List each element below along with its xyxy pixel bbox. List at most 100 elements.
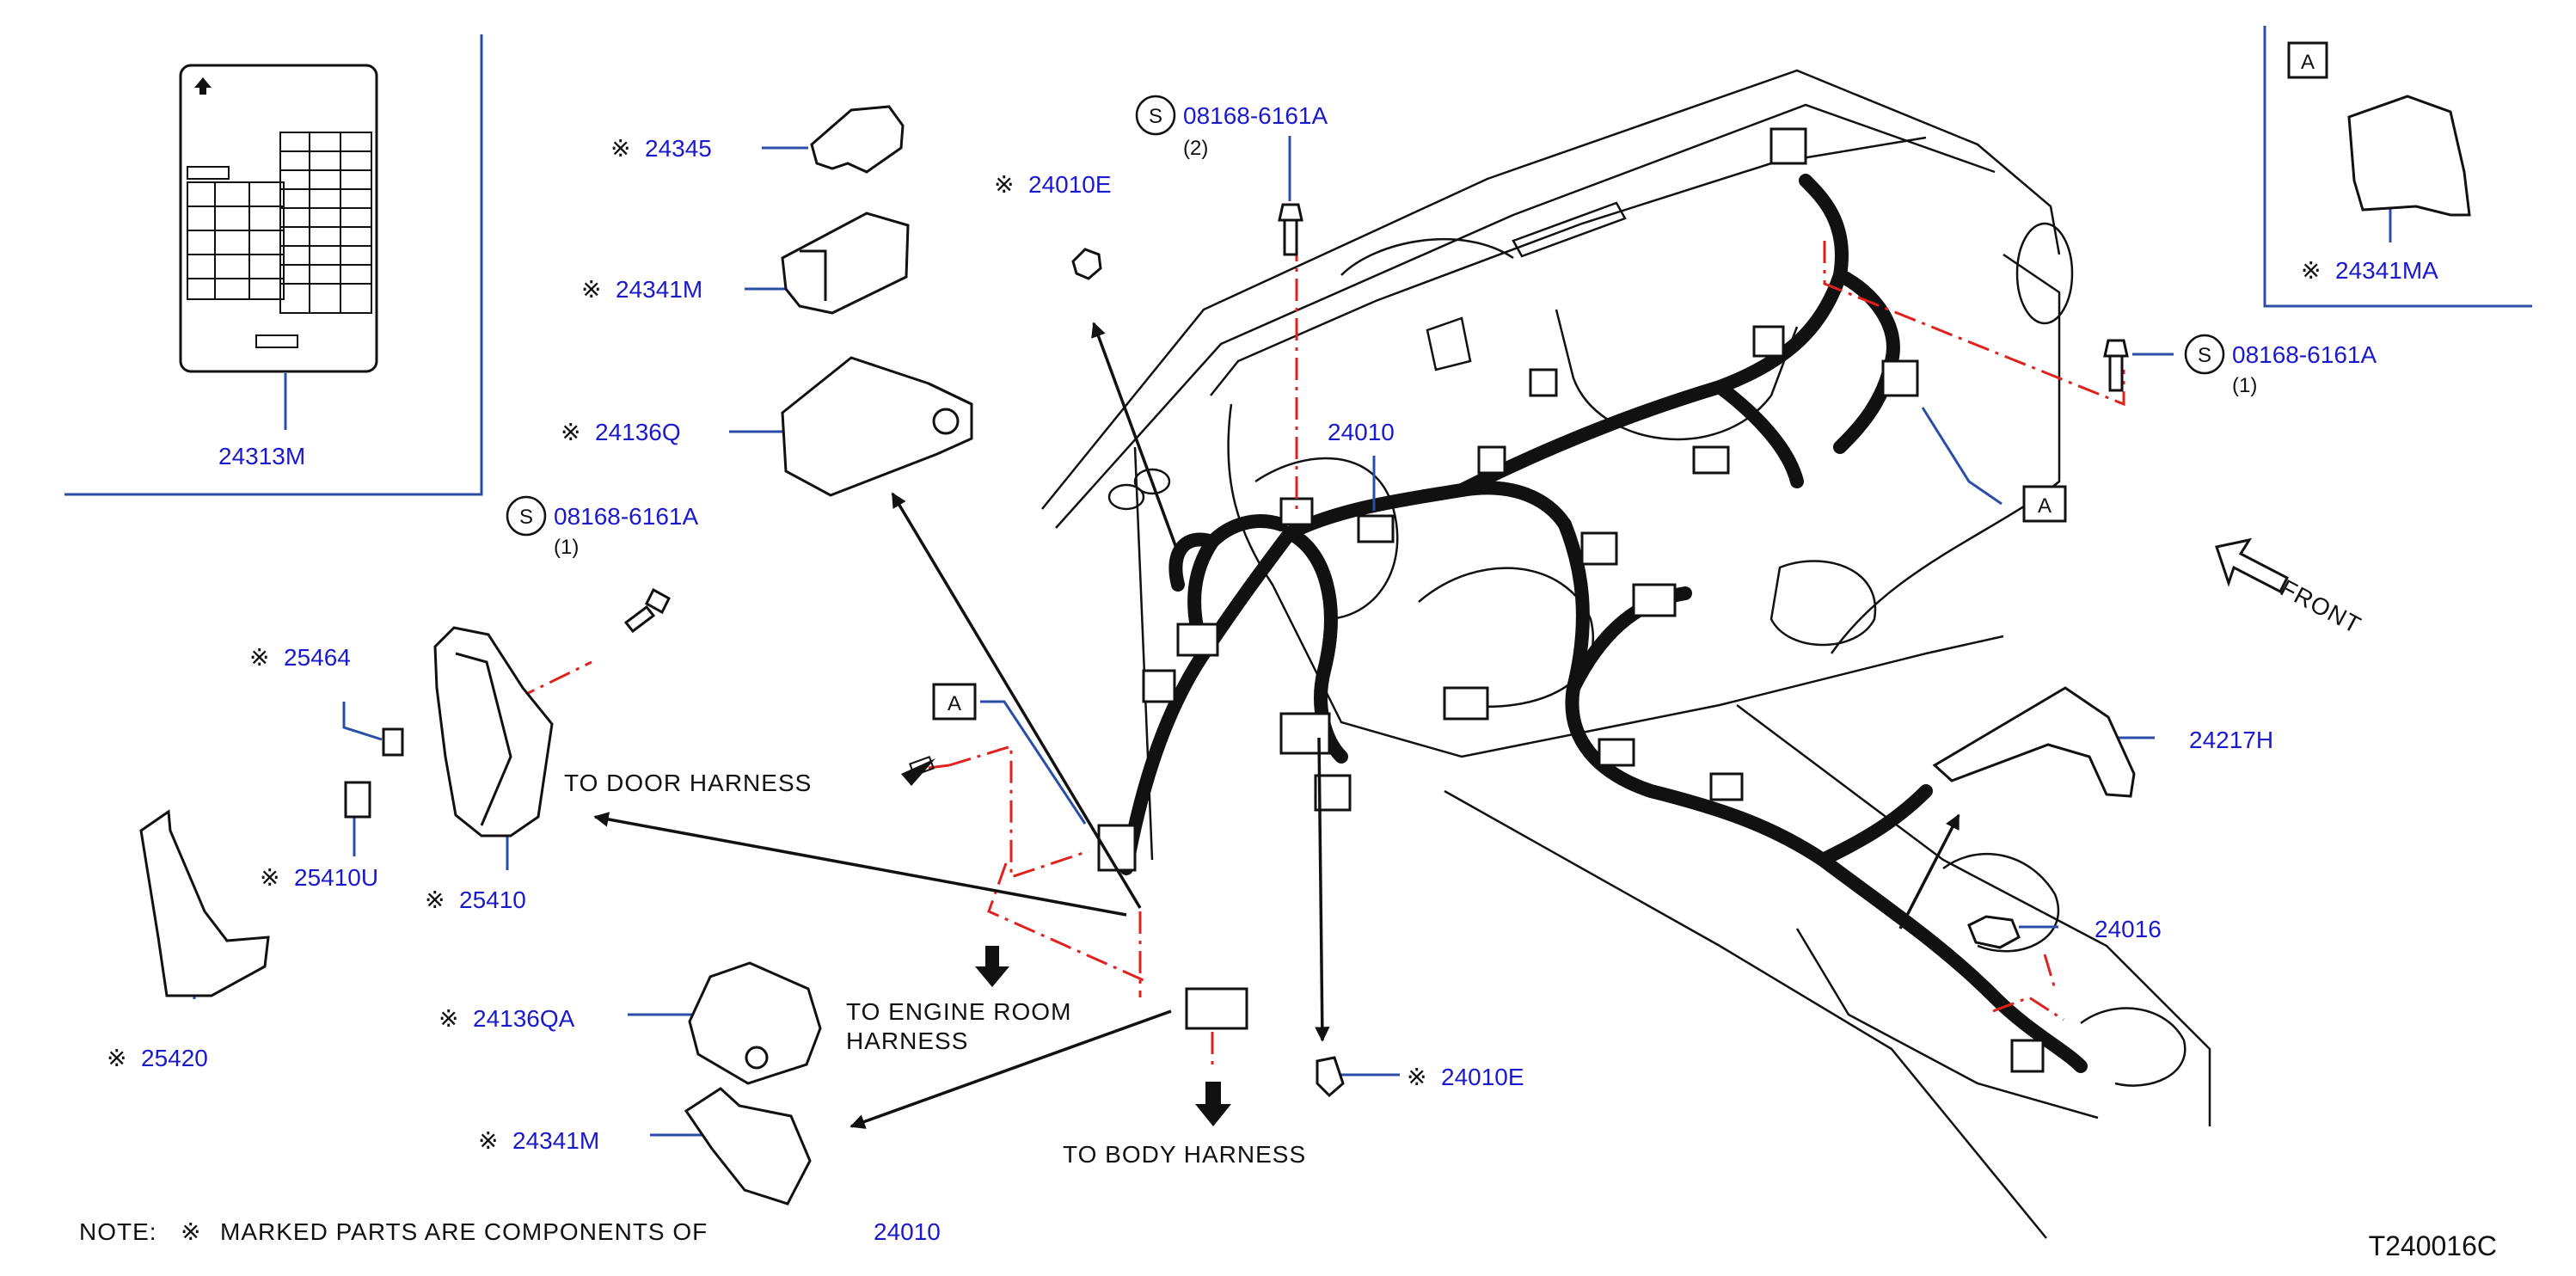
callout-a-left: A — [932, 683, 977, 721]
part-label-24341M-top[interactable]: ※ 24341M — [581, 276, 702, 303]
note-part-link[interactable]: 24010 — [874, 1218, 941, 1245]
screw-right — [2103, 339, 2129, 392]
to-door-harness-text: TO DOOR HARNESS — [564, 770, 812, 796]
svg-text:※: ※ — [478, 1127, 499, 1154]
part-24136QA-block — [688, 961, 822, 1085]
svg-text:※: ※ — [439, 1005, 459, 1032]
part-label-24341M-bottom[interactable]: ※ 24341M — [478, 1127, 599, 1154]
part-24010E-grommet-bottom — [1316, 1056, 1345, 1098]
inset-frame-left — [64, 34, 483, 496]
svg-text:08168-6161A: 08168-6161A — [1183, 102, 1328, 129]
part-24341MA-bracket — [2347, 95, 2471, 217]
to-engine-room-harness-text: HARNESS — [846, 1028, 968, 1054]
part-label-24313M[interactable]: 24313M — [218, 443, 305, 469]
svg-text:※: ※ — [260, 864, 280, 891]
svg-text:A: A — [2038, 494, 2052, 518]
svg-text:24341M: 24341M — [512, 1127, 599, 1154]
svg-text:※: ※ — [1407, 1064, 1427, 1090]
svg-text:S: S — [2198, 344, 2211, 367]
svg-text:※: ※ — [107, 1045, 127, 1071]
part-24010E-grommet-top — [1071, 248, 1102, 280]
svg-text:S: S — [519, 506, 533, 529]
part-24016-connector — [1967, 915, 2021, 949]
part-25410-relay-box — [433, 626, 554, 837]
svg-text:MARKED PARTS ARE COMPONENTS: MARKED PARTS ARE COMPONENTS OF — [220, 1218, 708, 1245]
diagram-code: T240016C — [2369, 1230, 2497, 1261]
part-25410U-relay — [344, 781, 371, 819]
part-label-25410[interactable]: ※ 25410 — [425, 886, 526, 913]
svg-text:※: ※ — [249, 644, 270, 671]
part-24136Q-block — [781, 356, 973, 497]
svg-text:24217H: 24217H — [2189, 727, 2273, 753]
svg-text:24016: 24016 — [2095, 916, 2162, 942]
part-24341M-bottom-bracket — [684, 1087, 812, 1205]
part-label-08168-6161A-left[interactable]: 08168-6161A (1) — [554, 503, 698, 559]
fuse-label-card — [179, 64, 378, 373]
leader-arrows — [593, 322, 1960, 1129]
svg-text:24136QA: 24136QA — [473, 1005, 575, 1032]
screw-mark-left: S — [506, 495, 547, 537]
to-engine-room-text: TO ENGINE ROOM — [846, 998, 1071, 1025]
svg-text:24341M: 24341M — [616, 276, 702, 303]
front-text: FRONT — [2276, 574, 2365, 639]
label-leaders — [193, 136, 2392, 1137]
front-arrow — [2215, 537, 2290, 594]
inset-frame-right — [2263, 26, 2532, 308]
svg-text:(1): (1) — [554, 536, 579, 559]
svg-text:24010: 24010 — [1328, 419, 1395, 445]
block-arrow-body — [1195, 1082, 1231, 1126]
part-label-25420[interactable]: ※ 25420 — [107, 1045, 208, 1071]
part-label-25464[interactable]: ※ 25464 — [249, 644, 351, 671]
part-label-24016[interactable]: 24016 — [2095, 916, 2162, 942]
svg-text:24010E: 24010E — [1441, 1064, 1524, 1090]
part-label-24341MA[interactable]: ※ 24341MA — [2301, 257, 2438, 284]
part-label-24010E-top[interactable]: ※ 24010E — [994, 171, 1112, 198]
svg-text:08168-6161A: 08168-6161A — [2232, 341, 2377, 368]
block-arrow-engine-room — [975, 946, 1009, 987]
svg-text:A: A — [948, 692, 961, 715]
part-label-24345[interactable]: ※ 24345 — [610, 135, 712, 162]
svg-text:※: ※ — [425, 886, 445, 913]
svg-text:※: ※ — [610, 135, 631, 162]
screw-mark-top: S — [1135, 95, 1176, 136]
part-label-08168-6161A-right[interactable]: 08168-6161A (1) — [2232, 341, 2377, 397]
part-label-24136QA[interactable]: ※ 24136QA — [439, 1005, 575, 1032]
svg-text:25410: 25410 — [459, 886, 526, 913]
svg-text:24010E: 24010E — [1028, 171, 1112, 198]
svg-text:※: ※ — [181, 1218, 201, 1245]
part-label-24136Q[interactable]: ※ 24136Q — [561, 419, 681, 445]
part-label-08168-6161A-top[interactable]: 08168-6161A (2) — [1183, 102, 1328, 160]
note-line: NOTE: ※ MARKED PARTS ARE COMPONENTS OF — [79, 1218, 708, 1245]
svg-text:25464: 25464 — [284, 644, 351, 671]
part-24345-clip — [810, 105, 905, 174]
screw-top — [1278, 203, 1303, 256]
to-body-harness-text: TO BODY HARNESS — [1063, 1141, 1306, 1168]
svg-text:24136Q: 24136Q — [595, 419, 681, 445]
part-label-24010[interactable]: 24010 — [1328, 419, 1395, 445]
block-arrow-door — [901, 756, 935, 786]
svg-text:08168-6161A: 08168-6161A — [554, 503, 698, 530]
svg-text:25420: 25420 — [141, 1045, 208, 1071]
svg-text:※: ※ — [561, 419, 581, 445]
part-25464-clip — [382, 727, 404, 757]
callout-a-topright: A — [2287, 41, 2328, 79]
svg-text:24313M: 24313M — [218, 443, 305, 469]
part-label-24010E-bottom[interactable]: ※ 24010E — [1407, 1064, 1524, 1090]
part-label-25410U[interactable]: ※ 25410U — [260, 864, 378, 891]
svg-text:24341MA: 24341MA — [2335, 257, 2438, 284]
svg-text:25410U: 25410U — [294, 864, 378, 891]
svg-text:A: A — [2301, 51, 2315, 74]
svg-text:(1): (1) — [2232, 374, 2257, 397]
svg-text:※: ※ — [581, 276, 602, 303]
svg-text:S: S — [1149, 105, 1162, 128]
svg-text:24345: 24345 — [645, 135, 712, 162]
part-24341M-cover — [781, 212, 910, 315]
svg-text:(2): (2) — [1183, 137, 1208, 160]
screw-mark-right: S — [2184, 334, 2225, 375]
part-25420-cover — [139, 809, 270, 997]
part-label-24217H[interactable]: 24217H — [2189, 727, 2273, 753]
main-harness — [1119, 174, 2088, 1073]
svg-text:NOTE:: NOTE: — [79, 1218, 157, 1245]
svg-text:※: ※ — [2301, 257, 2321, 284]
